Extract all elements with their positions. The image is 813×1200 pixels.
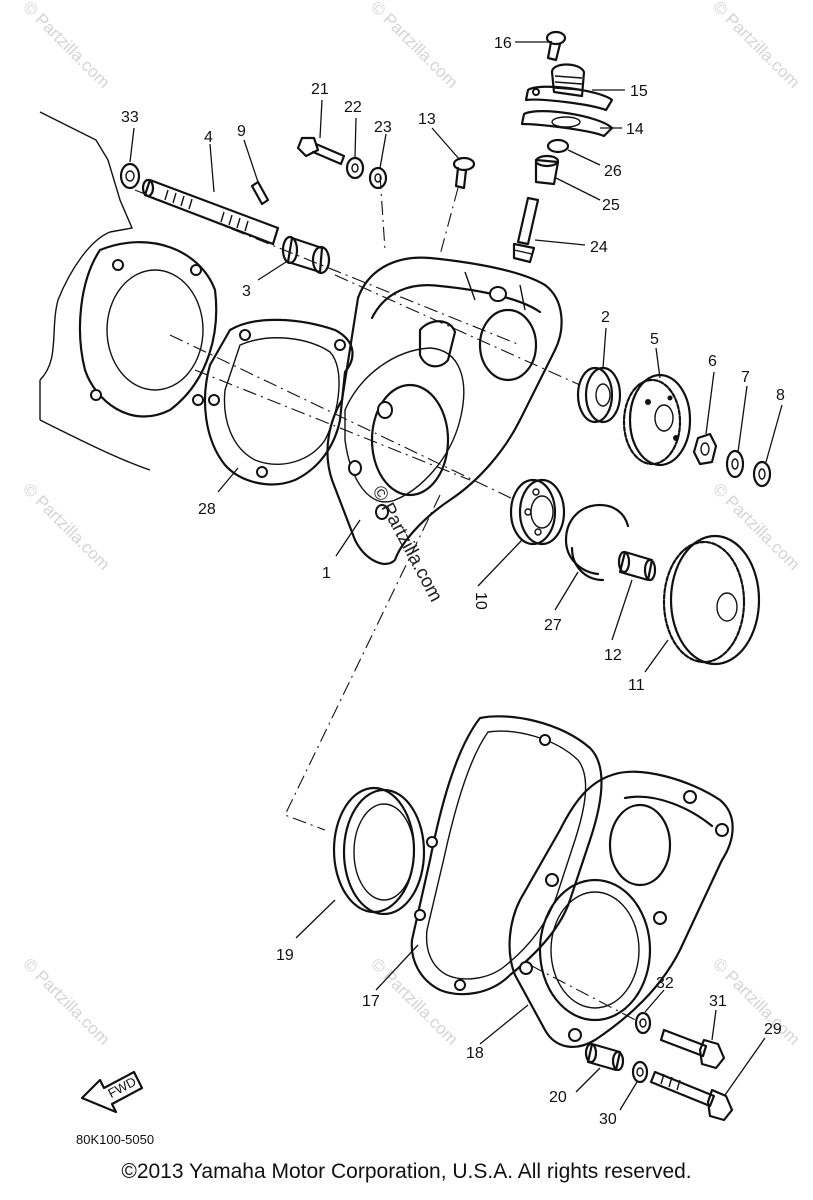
callout-26: 26 <box>604 163 622 180</box>
part-18-outer-cover <box>508 770 734 1048</box>
part-12-pin <box>617 550 657 582</box>
watermark: © Partzilla.com <box>709 0 803 92</box>
callout-11: 11 <box>628 677 645 694</box>
part-25-bushing <box>534 154 560 186</box>
part-17-gasket <box>410 715 603 996</box>
callout-16: 16 <box>494 35 512 52</box>
callout-29: 29 <box>764 1021 782 1038</box>
part-11-gear <box>662 534 761 666</box>
callout-8: 8 <box>776 387 785 404</box>
part-32-washer <box>634 1011 652 1035</box>
part-21-bolt <box>296 136 346 166</box>
callout-23: 23 <box>374 119 392 136</box>
copyright-notice: ©2013 Yamaha Motor Corporation, U.S.A. A… <box>121 1160 692 1183</box>
part-19-seal <box>332 786 426 916</box>
callout-20: 20 <box>549 1089 567 1106</box>
fwd-arrow-icon: FWD <box>80 1070 144 1114</box>
callout-12: 12 <box>604 647 622 664</box>
watermark: © Partzilla.com <box>367 954 461 1048</box>
callout-31: 31 <box>709 993 727 1010</box>
part-28-gasket <box>203 318 354 486</box>
callout-30: 30 <box>599 1111 617 1128</box>
callout-2: 2 <box>601 309 610 326</box>
part-27-circlip <box>564 503 630 582</box>
callout-3: 3 <box>242 283 251 300</box>
callout-1: 1 <box>322 565 331 582</box>
part-22-washer <box>345 156 365 180</box>
callout-24: 24 <box>590 239 608 256</box>
watermark: © Partzilla.com <box>367 0 461 92</box>
part-6-nut <box>692 432 718 466</box>
assembly-center-lines <box>134 174 646 1026</box>
part-29-bolt <box>649 1070 734 1122</box>
callout-13: 13 <box>418 111 436 128</box>
part-5-gear <box>622 373 692 467</box>
callout-15: 15 <box>630 83 648 100</box>
callout-7: 7 <box>741 369 750 386</box>
callout-25: 25 <box>602 197 620 214</box>
part-4-shaft <box>141 178 280 246</box>
leader-lines <box>129 41 783 1111</box>
callout-19: 19 <box>276 947 294 964</box>
callout-18: 18 <box>466 1045 484 1062</box>
callout-33: 33 <box>121 109 139 126</box>
center-watermark: © Partzilla.com <box>368 482 447 605</box>
part-7-washer <box>725 449 745 479</box>
callout-27: 27 <box>544 617 562 634</box>
callout-14: 14 <box>626 121 644 138</box>
part-20-dowel <box>584 1042 625 1072</box>
watermark: © Partzilla.com <box>19 0 113 92</box>
callout-10: 10 <box>472 592 489 610</box>
callout-9: 9 <box>237 123 246 140</box>
part-9-pin <box>250 180 270 206</box>
part-26-seal <box>546 138 570 154</box>
diagram-code: 80K100-5050 <box>76 1132 154 1147</box>
callout-6: 6 <box>708 353 717 370</box>
part-31-bolt <box>659 1028 726 1070</box>
callout-4: 4 <box>204 129 213 146</box>
part-23-washer <box>368 166 388 190</box>
part-13-screw <box>452 156 476 190</box>
part-16-bolt <box>545 30 567 62</box>
engine-case-outline <box>39 111 218 471</box>
part-24-driven-gear <box>512 196 540 264</box>
part-2-bearing <box>576 366 622 424</box>
watermark-layer: © Partzilla.com © Partzilla.com © Partzi… <box>19 0 803 1049</box>
watermark: © Partzilla.com <box>19 954 113 1048</box>
part-14-gasket <box>520 110 614 138</box>
watermark: © Partzilla.com <box>19 479 113 573</box>
callout-32: 32 <box>656 975 674 992</box>
fwd-label: FWD <box>105 1074 138 1101</box>
part-15-housing <box>524 63 614 112</box>
watermark: © Partzilla.com <box>709 479 803 573</box>
callout-17: 17 <box>362 993 380 1010</box>
callout-labels: 16 15 14 26 25 24 21 22 23 13 33 4 9 3 2… <box>121 35 785 1128</box>
part-1-cover <box>326 256 563 566</box>
part-30-washer <box>631 1060 649 1084</box>
part-10-bearing <box>509 478 566 546</box>
part-8-lock-washer <box>752 460 772 488</box>
part-33-washer <box>119 162 141 190</box>
part-3-collar <box>281 235 331 275</box>
callout-28: 28 <box>198 501 216 518</box>
callout-22: 22 <box>344 99 362 116</box>
callout-21: 21 <box>311 81 329 98</box>
callout-5: 5 <box>650 331 659 348</box>
